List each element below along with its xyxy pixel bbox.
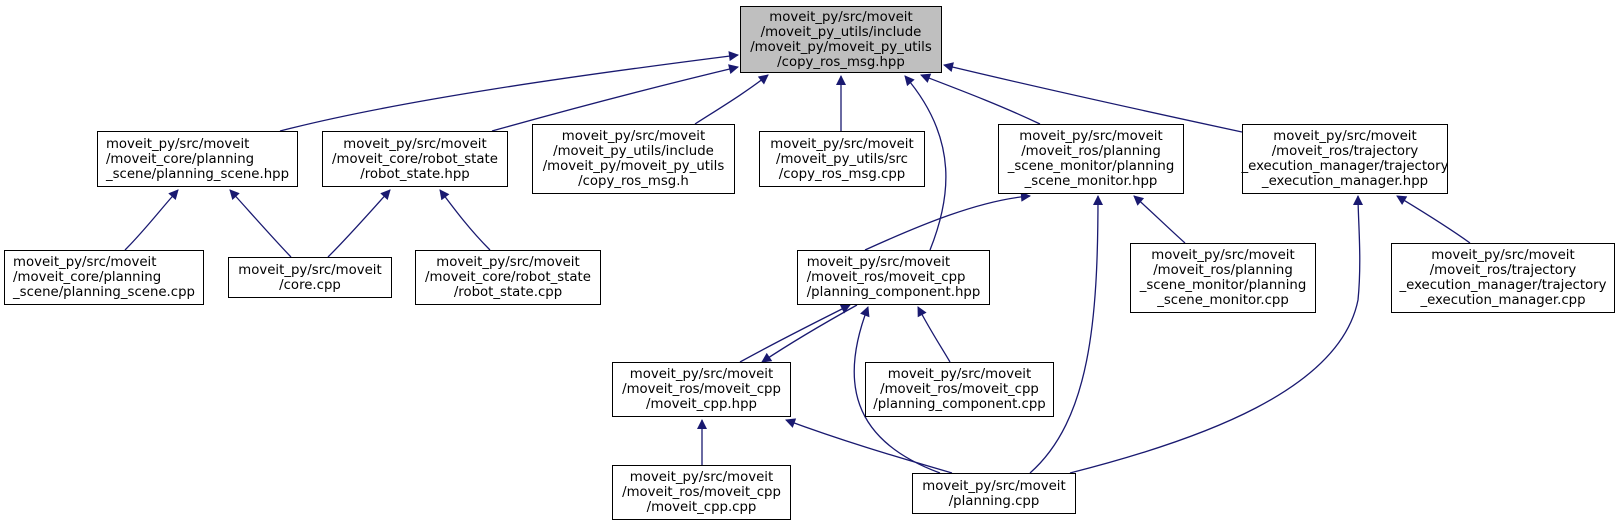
node-label: moveit_py/src/moveit /moveit_ros/moveit_… — [622, 367, 781, 412]
node-robot-state-hpp[interactable]: moveit_py/src/moveit /moveit_core/robot_… — [322, 131, 508, 187]
edge-planning-cpp-to-psm-hpp — [1029, 195, 1103, 474]
edge-planning-component-hpp-to-psm-hpp — [864, 191, 1031, 251]
edge-core-cpp-to-robot-state-hpp — [327, 189, 391, 258]
node-label: moveit_py/src/moveit /moveit_ros/plannin… — [1007, 129, 1175, 189]
node-label: moveit_py/src/moveit /moveit_ros/moveit_… — [806, 255, 981, 300]
edge-tem-cpp-to-tem-hpp — [1396, 195, 1471, 244]
edge-planning-cpp-to-moveit-cpp-hpp — [785, 418, 953, 474]
node-label: moveit_py/src/moveit /moveit_ros/traject… — [1399, 248, 1607, 308]
node-copy-ros-msg-hpp[interactable]: moveit_py/src/moveit /moveit_py_utils/in… — [740, 6, 942, 73]
node-label: moveit_py/src/moveit /moveit_core/planni… — [105, 136, 290, 182]
edge-robot-state-cpp-to-robot-state-hpp — [439, 189, 491, 251]
node-label: moveit_py/src/moveit /moveit_ros/plannin… — [1139, 248, 1307, 308]
node-moveit-cpp-cpp[interactable]: moveit_py/src/moveit /moveit_ros/moveit_… — [612, 465, 791, 520]
node-core-cpp[interactable]: moveit_py/src/moveit /core.cpp — [228, 257, 392, 298]
edge-planning-cpp-to-planning-component-hpp — [853, 306, 941, 474]
node-label: moveit_py/src/moveit /moveit_core/robot_… — [332, 136, 498, 182]
node-planning-scene-hpp[interactable]: moveit_py/src/moveit /moveit_core/planni… — [97, 131, 298, 187]
edge-planning-scene-hpp-to-root — [279, 51, 739, 132]
node-label: moveit_py/src/moveit /moveit_ros/traject… — [1241, 129, 1449, 189]
edge-robot-state-hpp-to-root — [491, 64, 739, 132]
node-copy-ros-msg-h[interactable]: moveit_py/src/moveit /moveit_py_utils/in… — [532, 124, 735, 194]
node-planning-component-hpp[interactable]: moveit_py/src/moveit /moveit_ros/moveit_… — [797, 250, 990, 305]
node-label: moveit_py/src/moveit /planning.cpp — [922, 478, 1066, 509]
edge-copy-ros-msg-h-to-root — [694, 74, 769, 125]
node-label: moveit_py/src/moveit /moveit_py_utils/in… — [542, 129, 725, 189]
node-label: moveit_py/src/moveit /core.cpp — [238, 262, 382, 293]
node-planning-scene-cpp[interactable]: moveit_py/src/moveit /moveit_core/planni… — [4, 250, 204, 305]
node-planning-component-cpp[interactable]: moveit_py/src/moveit /moveit_ros/moveit_… — [865, 362, 1054, 417]
edge-core-cpp-to-planning-scene-hpp — [229, 189, 292, 258]
node-label: moveit_py/src/moveit /moveit_ros/moveit_… — [873, 367, 1046, 412]
edge-moveit-cpp-hpp-to-planning-component-hpp — [739, 304, 851, 363]
node-robot-state-cpp[interactable]: moveit_py/src/moveit /moveit_core/robot_… — [415, 250, 601, 305]
node-trajectory-execution-manager-cpp[interactable]: moveit_py/src/moveit /moveit_ros/traject… — [1391, 243, 1615, 313]
edge-planning-cpp-to-tem-hpp — [1069, 195, 1364, 474]
edge-planning-scene-cpp-to-planning-scene-hpp — [124, 189, 179, 251]
node-moveit-cpp-hpp[interactable]: moveit_py/src/moveit /moveit_ros/moveit_… — [612, 362, 791, 417]
node-planning-cpp[interactable]: moveit_py/src/moveit /planning.cpp — [912, 473, 1076, 514]
edge-tem-hpp-to-root — [943, 62, 1243, 133]
edge-psm-cpp-to-psm-hpp — [1133, 195, 1186, 244]
edge-planning-component-hpp-to-moveit-cpp-hpp — [761, 304, 858, 363]
node-planning-scene-monitor-cpp[interactable]: moveit_py/src/moveit /moveit_ros/plannin… — [1130, 243, 1316, 313]
edge-psm-hpp-to-root — [920, 73, 1041, 125]
node-planning-scene-monitor-hpp[interactable]: moveit_py/src/moveit /moveit_ros/plannin… — [998, 124, 1184, 194]
edge-planning-component-cpp-to-planning-component-hpp — [917, 306, 951, 363]
edge-planning-component-hpp-to-root — [904, 75, 947, 251]
node-label: moveit_py/src/moveit /moveit_ros/moveit_… — [622, 470, 781, 515]
node-label: moveit_py/src/moveit /moveit_core/robot_… — [425, 255, 591, 300]
node-label: moveit_py/src/moveit /moveit_core/planni… — [13, 255, 195, 300]
node-label: moveit_py/src/moveit /moveit_py_utils/sr… — [770, 136, 914, 182]
node-copy-ros-msg-cpp[interactable]: moveit_py/src/moveit /moveit_py_utils/sr… — [759, 131, 925, 187]
node-label: moveit_py/src/moveit /moveit_py_utils/in… — [750, 9, 932, 70]
node-trajectory-execution-manager-hpp[interactable]: moveit_py/src/moveit /moveit_ros/traject… — [1241, 124, 1449, 194]
